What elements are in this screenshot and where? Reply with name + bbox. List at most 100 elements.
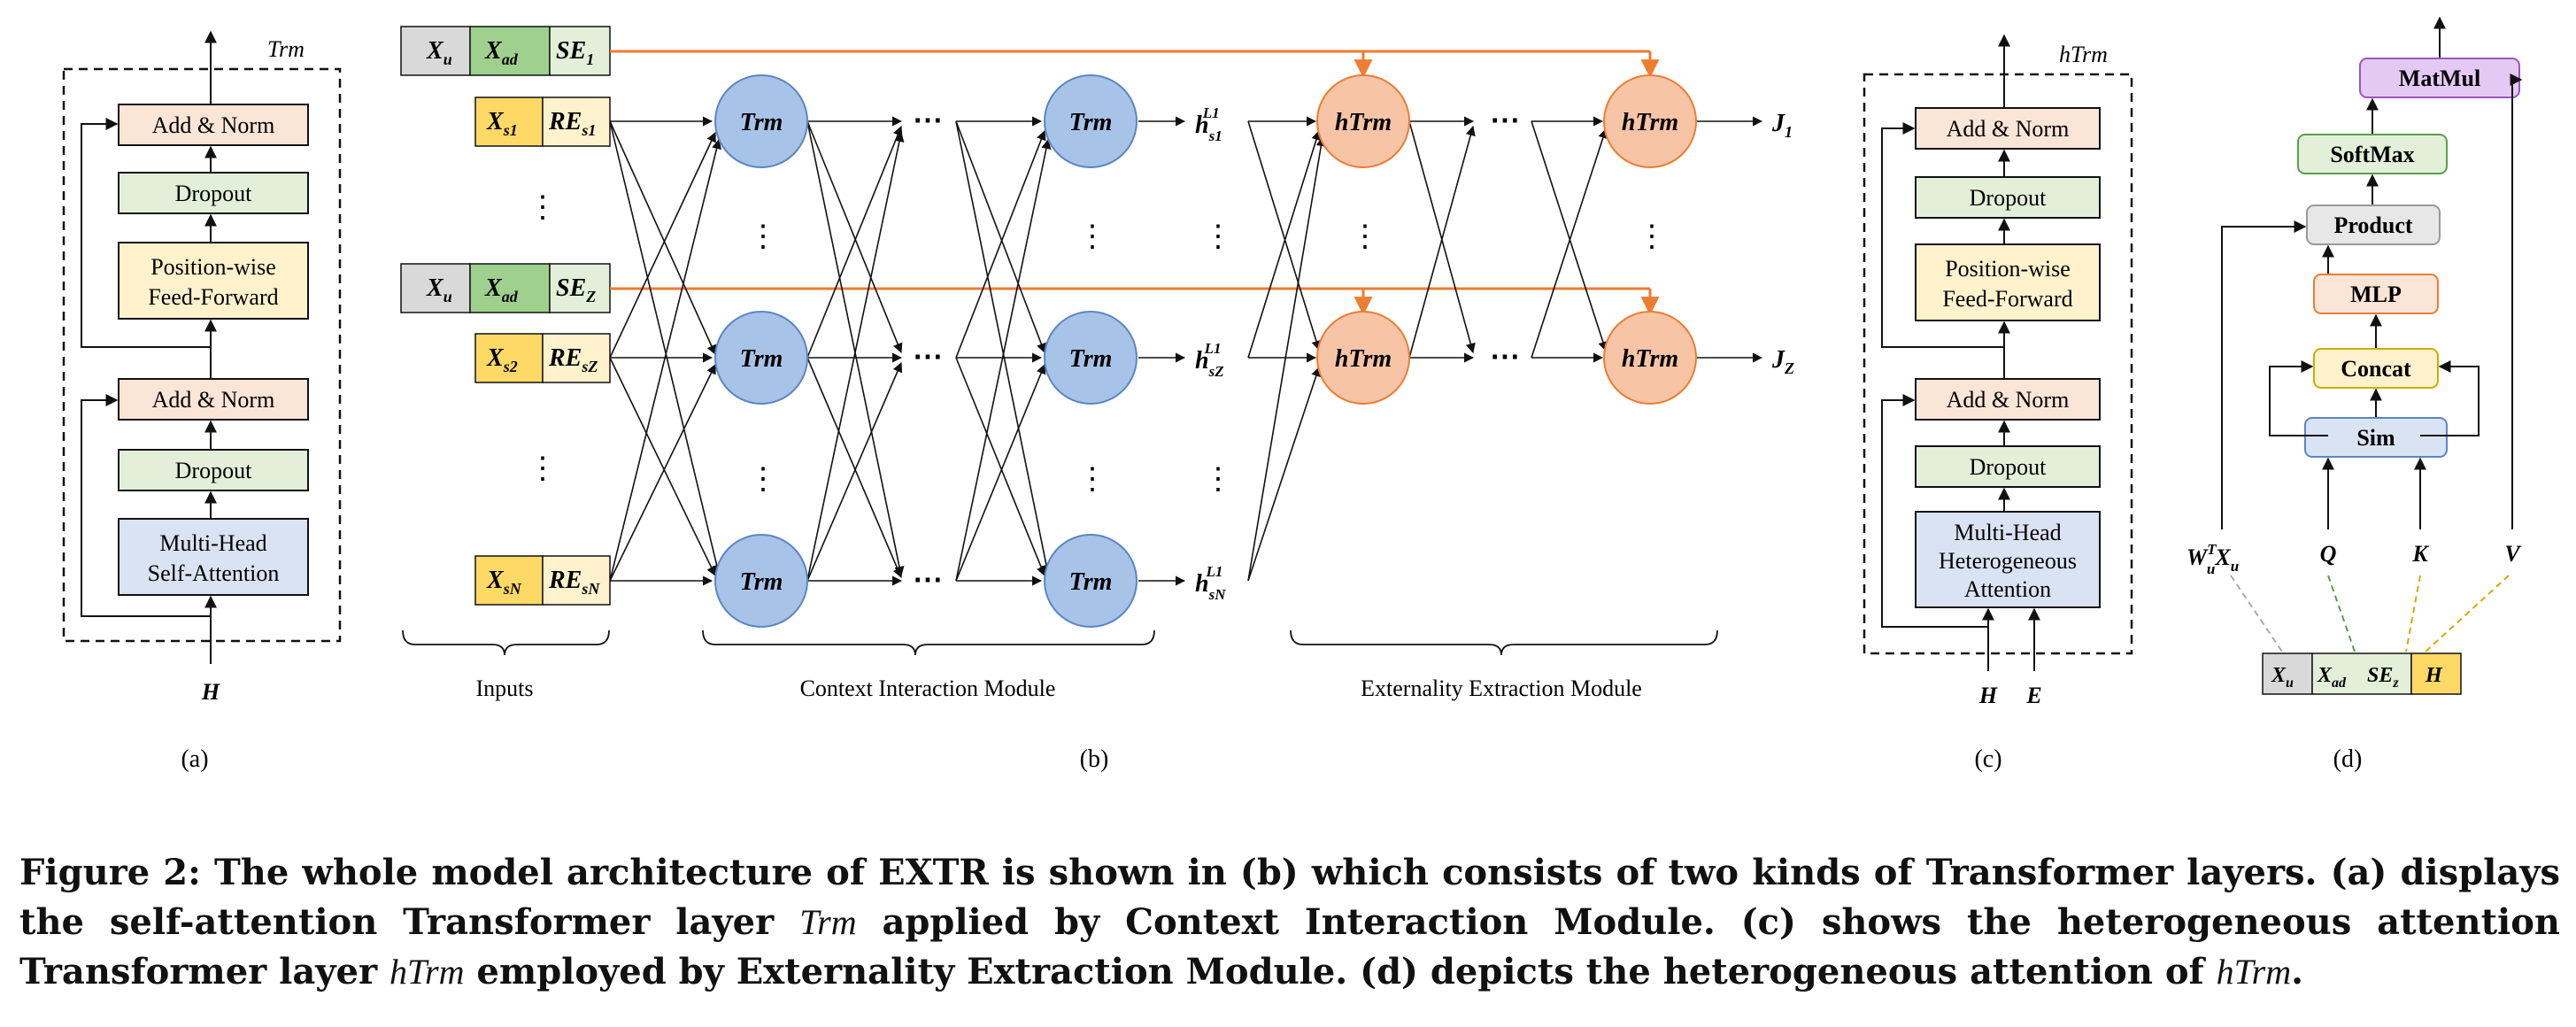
svg-text:Heterogeneous: Heterogeneous [1939, 548, 2077, 574]
trm-node [714, 534, 808, 628]
inputs-label: Inputs [476, 676, 534, 701]
se1-label: SE [556, 37, 586, 65]
svg-text:Trm: Trm [740, 568, 783, 596]
htrm-node [1316, 74, 1410, 168]
figure-caption: Figure 2: The whole model architecture o… [19, 852, 2560, 992]
svg-text:Dropout: Dropout [1970, 185, 2047, 211]
xu-label: X [426, 37, 444, 65]
concat-block [2313, 348, 2439, 389]
svg-text:⋮: ⋮ [1077, 220, 1107, 253]
svg-text:⋯: ⋯ [1490, 104, 1520, 137]
svg-text:Xad: Xad [484, 37, 519, 68]
svg-text:Attention: Attention [1964, 576, 2051, 602]
q-label: Q [2320, 541, 2337, 567]
wu-label: W [2187, 544, 2209, 570]
dropout-block-2 [118, 449, 309, 491]
trm-title: Trm [267, 36, 305, 62]
add-norm-block [118, 104, 309, 146]
svg-text:Xad: Xad [2317, 664, 2347, 691]
xs1-label: X [486, 108, 505, 135]
svg-text:SE1: SE1 [556, 37, 594, 68]
panel-c: hTrm Add & Norm Dropout Position-wise Fe… [1863, 34, 2133, 773]
svg-text:⋮: ⋮ [528, 191, 558, 224]
svg-text:REsZ: REsZ [548, 344, 598, 375]
svg-text:⋮: ⋮ [748, 463, 778, 496]
svg-text:⋮: ⋮ [1350, 220, 1380, 253]
svg-text:Dropout: Dropout [1970, 454, 2047, 480]
svg-text:Xu: Xu [426, 37, 452, 68]
svg-text:Trm: Trm [1069, 345, 1113, 373]
htrm-frame [1863, 73, 2133, 655]
htrm-title: hTrm [2059, 42, 2108, 67]
svg-text:Concat: Concat [2341, 356, 2411, 382]
res1-label: RE [548, 108, 582, 135]
svg-text:XsN: XsN [486, 567, 522, 598]
svg-text:hTrm: hTrm [1335, 345, 1392, 373]
svg-text:Multi-Head: Multi-Head [1954, 520, 2061, 545]
svg-text:Xs2: Xs2 [486, 344, 518, 375]
svg-text:J1: J1 [1771, 110, 1793, 141]
feed-forward-block [118, 242, 309, 320]
svg-text:⋮: ⋮ [1203, 463, 1233, 496]
sim-block [2304, 417, 2448, 458]
panel-d: MatMul SoftMax Product MLP Concat Sim WT… [2187, 16, 2523, 773]
svg-text:⋮: ⋮ [528, 452, 558, 485]
svg-text:⋯: ⋯ [1490, 341, 1520, 374]
svg-text:Position-wise: Position-wise [1945, 256, 2071, 282]
panel-label-a: (a) [181, 745, 208, 773]
mlp-block [2313, 274, 2439, 314]
k-label: K [2411, 541, 2429, 567]
feed-forward-label-2: Feed-Forward [148, 284, 278, 310]
svg-text:SEZ: SEZ [556, 274, 596, 305]
panel-label-b: (b) [1080, 745, 1109, 773]
svg-text:MLP: MLP [2350, 282, 2402, 307]
trm-node [1044, 311, 1138, 405]
add-norm-label: Add & Norm [152, 112, 275, 138]
panel-a: Trm Add & Norm Dropout Position-wise Fee… [62, 30, 342, 773]
svg-text:⋯: ⋯ [913, 341, 943, 374]
svg-text:⋮: ⋮ [1637, 220, 1667, 253]
svg-text:SoftMax: SoftMax [2330, 142, 2414, 167]
product-block [2306, 205, 2441, 245]
trm-node [714, 311, 808, 405]
panel-label-d: (d) [2333, 745, 2363, 773]
svg-text:Trm: Trm [1069, 568, 1113, 596]
output-jz: J [1771, 346, 1785, 374]
trm-frame [62, 67, 342, 643]
svg-text:hs1L1: hs1L1 [1195, 104, 1222, 144]
trm-node [1044, 74, 1138, 168]
externality-module-label: Externality Extraction Module [1361, 676, 1642, 701]
add-norm-label-2: Add & Norm [152, 387, 275, 413]
architecture-figure: Trm Add & Norm Dropout Position-wise Fee… [62, 16, 2523, 773]
svg-text:REs1: REs1 [548, 108, 596, 139]
htrm-node [1603, 74, 1697, 168]
svg-text:Xu: Xu [2271, 664, 2294, 691]
output-j1: J [1771, 110, 1785, 137]
svg-text:H: H [2425, 664, 2443, 687]
input-e: E [2025, 683, 2041, 708]
htrm-node [1603, 311, 1697, 405]
svg-text:JZ: JZ [1771, 346, 1794, 377]
feed-forward-label-1: Position-wise [150, 254, 276, 280]
svg-text:REsN: REsN [548, 567, 600, 598]
svg-text:SEz: SEz [2367, 664, 2399, 691]
dropout-label: Dropout [175, 181, 252, 206]
softmax-block [2297, 134, 2448, 174]
svg-text:Xs1: Xs1 [486, 108, 518, 139]
svg-text:⋮: ⋮ [1077, 463, 1107, 496]
svg-text:Xu: Xu [426, 274, 452, 305]
svg-text:Sim: Sim [2356, 425, 2395, 451]
svg-text:Trm: Trm [740, 109, 783, 136]
add-norm-block-2 [118, 378, 309, 421]
svg-text:hTrm: hTrm [1622, 345, 1678, 373]
xad-label: X [484, 37, 503, 65]
svg-text:Trm: Trm [740, 345, 783, 373]
panel-label-c: (c) [1974, 745, 2001, 773]
svg-text:hsZL1: hsZL1 [1195, 340, 1224, 380]
svg-text:⋯: ⋯ [913, 104, 943, 137]
svg-text:Add & Norm: Add & Norm [1947, 387, 2070, 413]
dropout-label-2: Dropout [175, 458, 252, 483]
svg-text:⋯: ⋯ [913, 564, 943, 597]
panel-b: Xu Xad SE1 Xs1 REs1 ⋮ Xu Xad SEZ Xs2 REs… [400, 26, 1794, 773]
svg-text:Trm: Trm [1069, 109, 1113, 136]
